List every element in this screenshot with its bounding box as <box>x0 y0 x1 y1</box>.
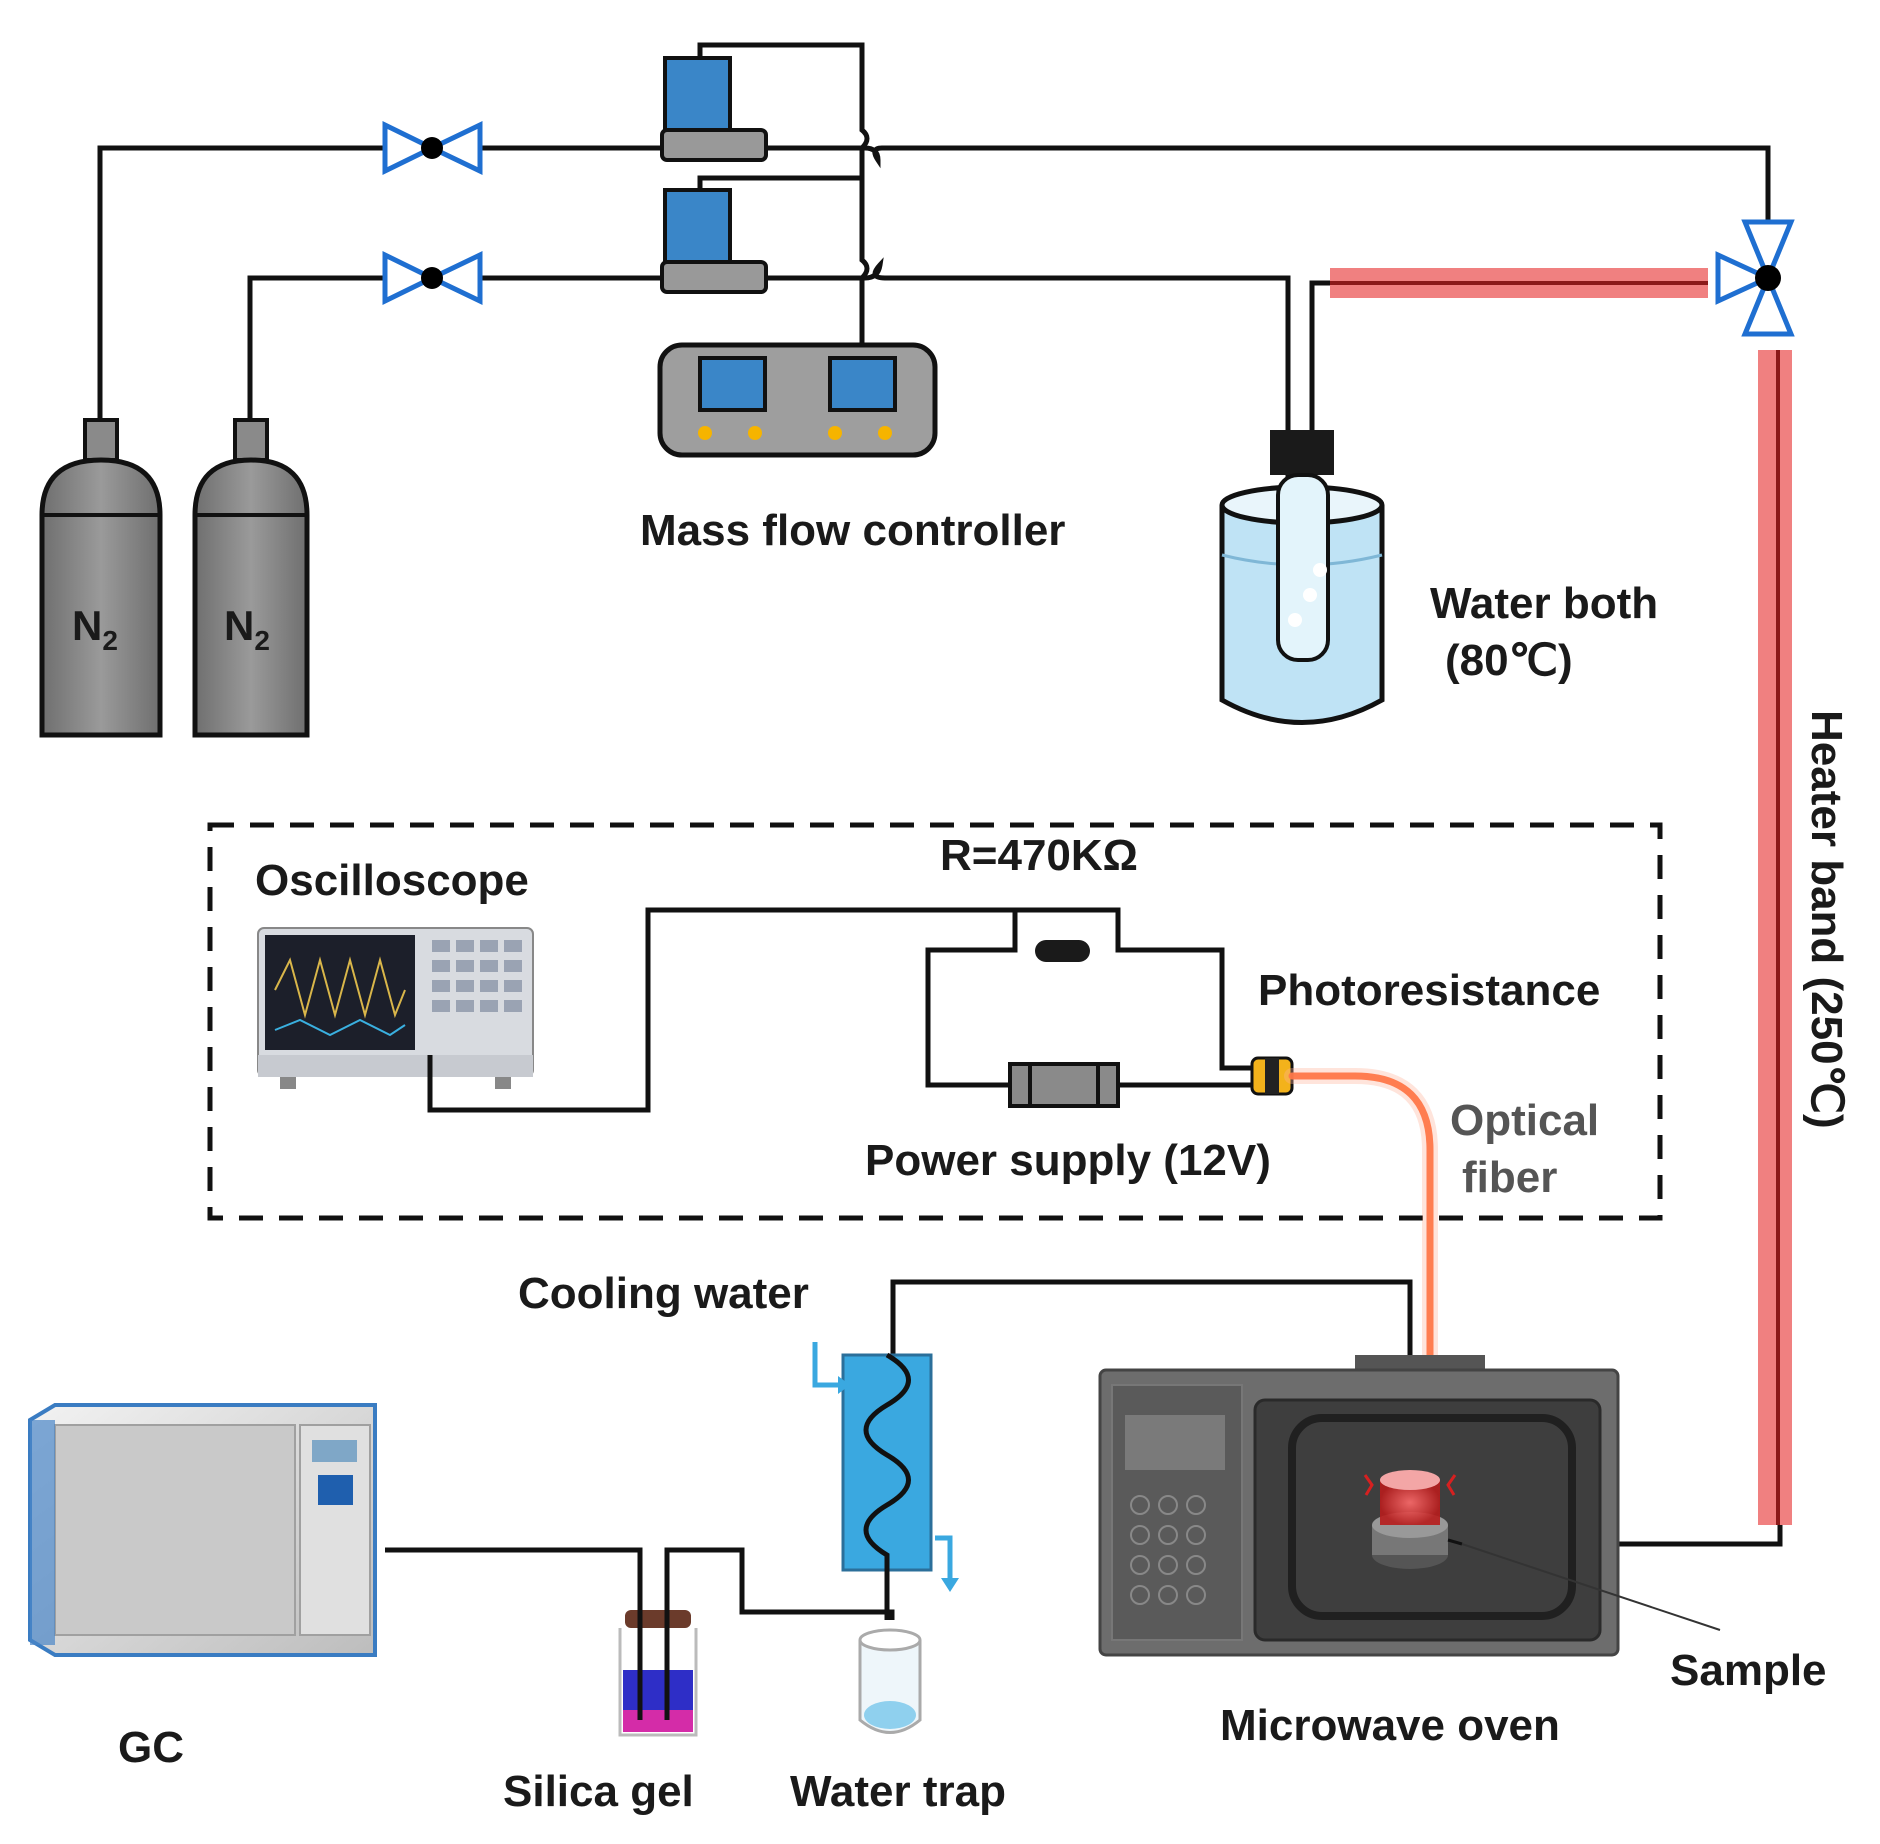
sample-leader-line <box>1461 1543 1721 1631</box>
label-sample: Sample <box>1670 1646 1827 1695</box>
photoresistor <box>1035 940 1090 962</box>
label-optical-fiber-2: fiber <box>1462 1153 1557 1202</box>
label-photoresistance: Photoresistance <box>1258 966 1600 1015</box>
gas-line-upper <box>97 145 1771 420</box>
label-optical-fiber-1: Optical <box>1450 1096 1599 1145</box>
label-water-bath-1: Water both <box>1430 579 1658 628</box>
gas-chromatograph <box>28 1403 377 1657</box>
valve-upper[interactable] <box>382 120 483 176</box>
label-water-trap: Water trap <box>790 1767 1006 1816</box>
label-water-bath-2: (80℃) <box>1445 636 1573 685</box>
gas-line-lower <box>247 257 1291 600</box>
reactor-sample <box>1363 1470 1463 1569</box>
optical-fiber <box>1288 1072 1434 1474</box>
optical-fiber-glow <box>1284 1068 1438 1478</box>
label-gc: GC <box>118 1723 184 1772</box>
water-trap <box>858 1628 922 1734</box>
mfc-unit-upper <box>660 56 768 162</box>
measurement-circuit-box <box>207 822 1663 1221</box>
gas-cylinder-left <box>39 418 163 738</box>
gc-to-trap-tubing <box>385 1547 895 1720</box>
circuit-wiring <box>427 907 1255 1113</box>
heater-band-vertical <box>1758 350 1792 1525</box>
label-microwave-oven: Microwave oven <box>1220 1701 1560 1750</box>
fiber-connector <box>1250 1056 1294 1096</box>
three-way-valve[interactable] <box>1715 219 1795 337</box>
heater-return-line <box>1462 350 1783 1547</box>
label-resistor: R=470KΩ <box>940 831 1138 880</box>
label-cooling-water: Cooling water <box>518 1269 809 1318</box>
valve-lower[interactable] <box>382 250 483 306</box>
label-silica-gel: Silica gel <box>503 1767 694 1816</box>
power-supply <box>1008 1062 1120 1108</box>
microwave-oven <box>1098 1355 1620 1657</box>
oscilloscope <box>257 927 534 1089</box>
label-power-supply: Power supply (12V) <box>865 1136 1271 1185</box>
mfc-control-box <box>657 342 938 458</box>
mfc-unit-lower <box>660 188 768 294</box>
label-heater-band: Heater band (250℃) <box>1802 710 1851 1129</box>
condenser <box>812 1342 959 1620</box>
label-gas-right: N2 <box>224 602 270 656</box>
label-mass-flow-controller: Mass flow controller <box>640 506 1065 555</box>
mfc-wiring <box>697 42 870 345</box>
silica-gel <box>618 1610 698 1737</box>
water-bath <box>1219 430 1385 725</box>
gas-cylinder-right <box>192 418 310 738</box>
label-gas-left: N2 <box>72 602 118 656</box>
label-oscilloscope: Oscilloscope <box>255 856 529 905</box>
